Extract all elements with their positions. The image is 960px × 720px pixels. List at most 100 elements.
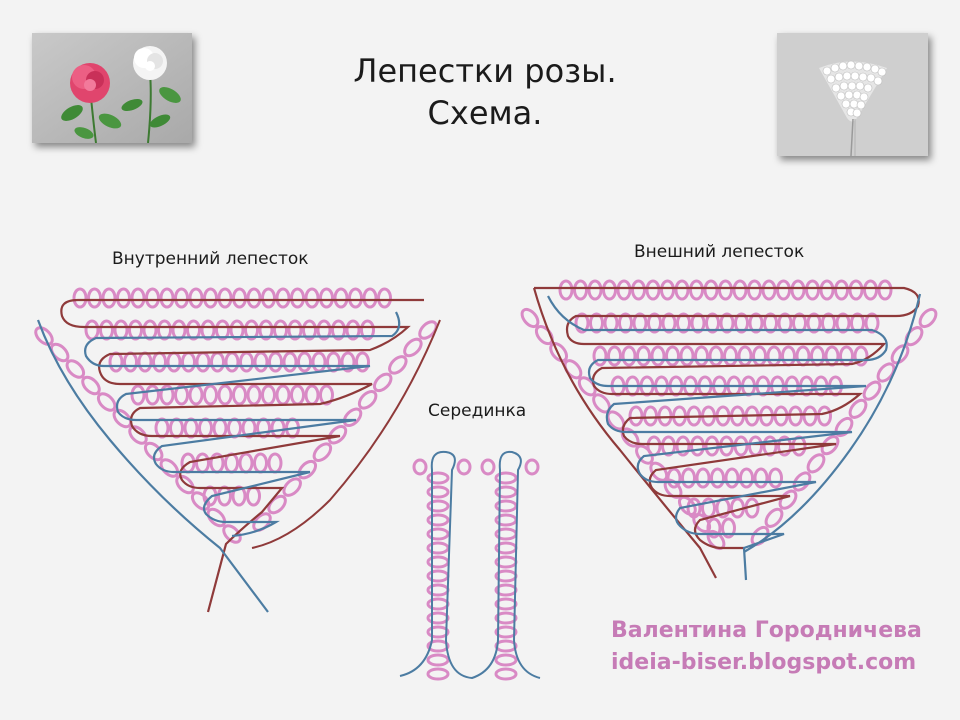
bead	[261, 384, 276, 406]
bead	[224, 452, 239, 474]
bead	[290, 287, 305, 309]
bead	[705, 312, 720, 334]
bead	[494, 639, 518, 653]
bead	[589, 312, 604, 334]
bead	[270, 417, 286, 439]
bead	[426, 611, 450, 625]
bead	[587, 279, 603, 301]
bead	[643, 405, 658, 427]
title-line-1: Лепестки розы.	[353, 52, 617, 90]
bead	[577, 376, 597, 397]
bead	[282, 477, 302, 497]
bead	[34, 326, 54, 346]
outer-petal-red-wire	[532, 286, 920, 579]
bead	[703, 279, 719, 301]
bead	[721, 517, 736, 539]
bead	[297, 459, 318, 480]
bead	[212, 417, 228, 439]
bead	[788, 405, 803, 427]
bead	[835, 312, 851, 334]
bead	[632, 312, 648, 334]
bead	[96, 392, 117, 412]
bead	[142, 319, 158, 341]
bead	[232, 384, 247, 406]
bead	[817, 405, 832, 427]
bead	[302, 319, 317, 341]
bead	[819, 279, 835, 301]
bead	[666, 467, 682, 489]
bead	[116, 287, 131, 309]
bead	[200, 319, 216, 341]
bead	[834, 279, 849, 301]
inner-petal-label: Внутренний лепесток	[112, 249, 309, 269]
bead	[426, 667, 450, 681]
bead	[101, 287, 117, 309]
bead	[748, 435, 763, 457]
bead	[777, 312, 793, 334]
bead	[246, 384, 262, 406]
bead	[426, 471, 450, 485]
bead	[848, 398, 868, 419]
bead	[256, 417, 271, 439]
bead	[227, 417, 242, 439]
blog-credit: ideia-biser.blogspot.com	[611, 650, 917, 675]
bead	[602, 279, 617, 301]
bead	[128, 425, 148, 445]
bead	[781, 345, 796, 367]
bead	[661, 435, 676, 457]
bead	[862, 380, 882, 401]
bead	[113, 319, 129, 341]
bead	[377, 287, 392, 309]
bead	[72, 287, 88, 309]
bead	[665, 345, 680, 367]
bead	[718, 279, 733, 301]
bead	[621, 345, 637, 367]
bead	[628, 405, 644, 427]
bead	[290, 384, 305, 406]
bead	[792, 312, 807, 334]
outer-petal-beads	[520, 279, 938, 551]
bead	[319, 287, 334, 309]
bead	[345, 319, 361, 341]
bead	[426, 639, 450, 653]
bead	[412, 458, 428, 476]
bead	[795, 345, 811, 367]
author-credit: Валентина Городничева	[611, 618, 922, 643]
bead	[217, 287, 233, 309]
bead	[253, 351, 269, 373]
bead	[494, 653, 518, 667]
bead	[426, 513, 450, 527]
bead	[494, 471, 518, 485]
bead	[188, 287, 204, 309]
bead	[853, 345, 869, 367]
bead	[657, 405, 673, 427]
bead	[215, 319, 230, 341]
bead	[734, 312, 749, 334]
bead	[244, 319, 259, 341]
bead	[494, 485, 518, 499]
inner-petal-red-wire	[60, 298, 424, 613]
bead	[573, 279, 588, 301]
bead	[169, 417, 184, 439]
petal-photo	[777, 33, 928, 156]
bead	[864, 312, 880, 334]
bead	[494, 597, 518, 611]
bead	[388, 355, 408, 375]
bead	[650, 345, 666, 367]
bead	[676, 312, 691, 334]
bead	[81, 375, 101, 396]
bead	[426, 499, 450, 513]
bead	[791, 435, 807, 457]
bead	[524, 458, 540, 476]
bead	[159, 287, 175, 309]
bead	[821, 312, 836, 334]
bead	[229, 319, 245, 341]
bead	[360, 319, 375, 341]
bead	[802, 405, 818, 427]
bead	[267, 452, 283, 474]
bead	[261, 287, 276, 309]
bead	[426, 625, 450, 639]
bead	[171, 319, 187, 341]
bead	[426, 541, 450, 555]
bead	[674, 279, 690, 301]
